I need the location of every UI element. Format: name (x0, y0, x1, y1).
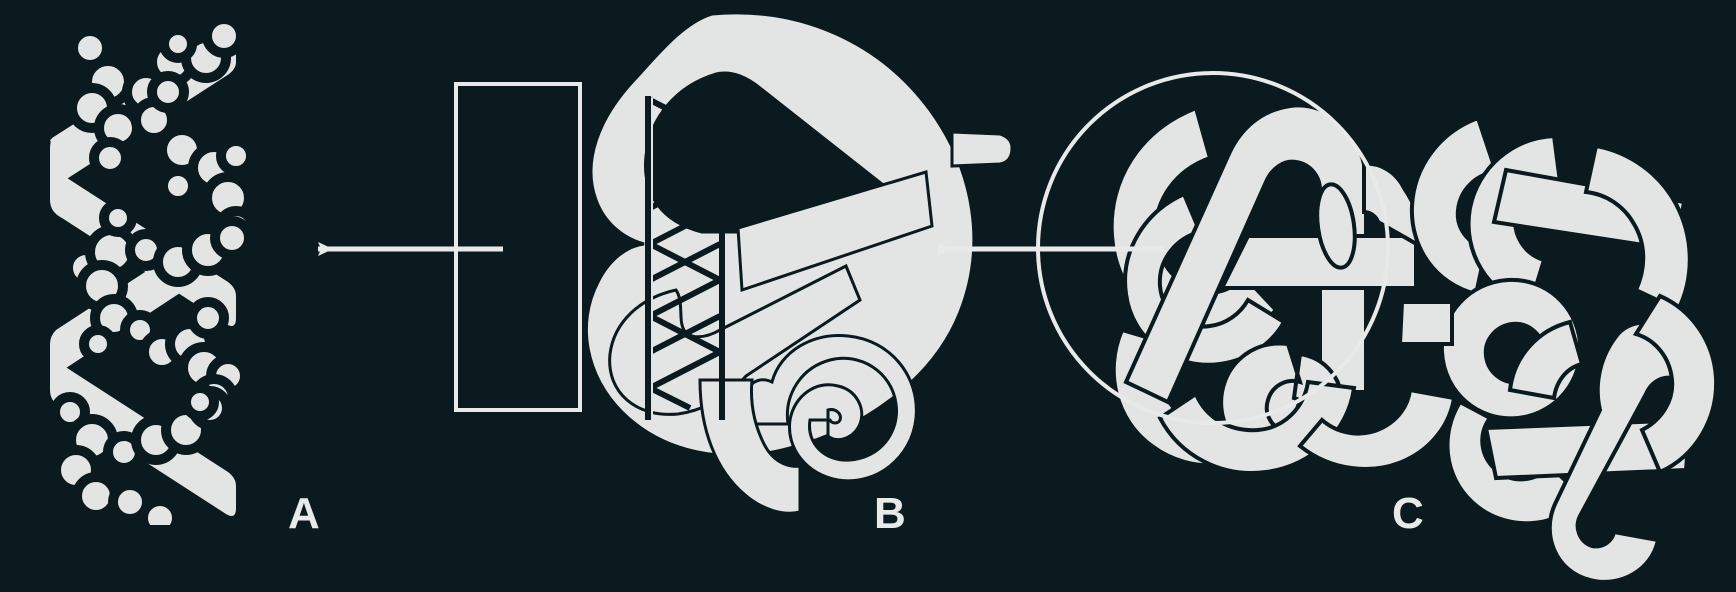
beta-strand-bar (736, 170, 934, 293)
domain-right-tab (950, 130, 1014, 168)
domain-coil-terminus (739, 333, 918, 483)
domain-inner-void (700, 122, 838, 212)
panel-b-protein-domain (454, 11, 1014, 515)
panel-label-b: B (874, 489, 907, 538)
panel-c-folded-protein (1036, 71, 1719, 584)
central-helix-coil (645, 96, 725, 420)
protein-ribbon-tangle (1109, 103, 1719, 584)
panel-a-alpha-helix (50, 14, 258, 525)
panel-label-a: A (288, 489, 321, 538)
panel-label-c: C (1392, 489, 1425, 538)
helix-backbone-atoms (50, 14, 258, 525)
